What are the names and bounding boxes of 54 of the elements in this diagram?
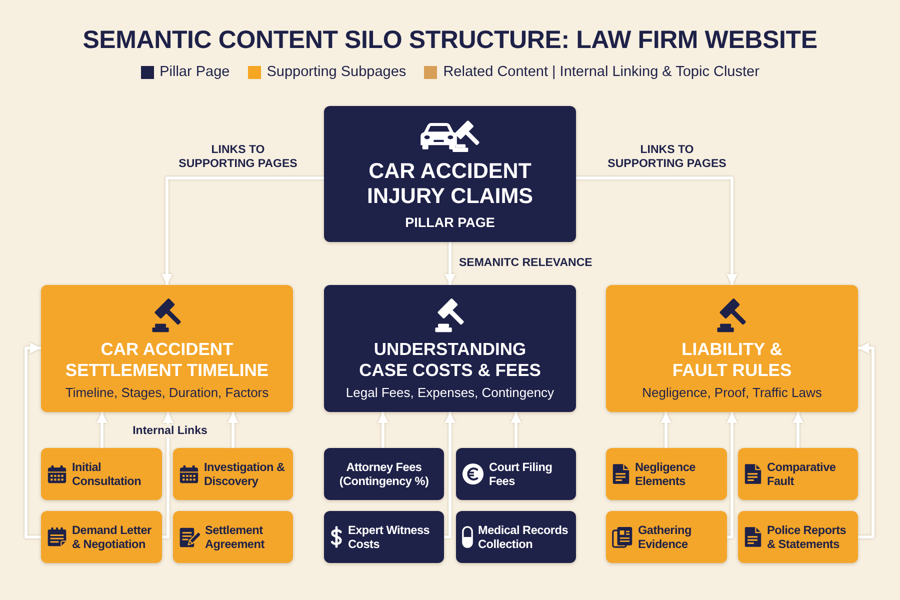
subpage-box <box>606 448 727 500</box>
node-label: Court Filing Fees <box>489 460 554 488</box>
topic-page-box <box>41 285 293 412</box>
arrow <box>378 412 388 448</box>
node-label: Negligence Elements <box>635 460 696 488</box>
subpage-box <box>41 511 162 563</box>
subpage-box <box>738 448 858 500</box>
node-heading: CAR ACCIDENT SETTLEMENT TIMELINE <box>64 338 270 380</box>
subpage-box <box>173 448 293 500</box>
node-subtitle: Legal Fees, Expenses, Contingency <box>346 384 554 400</box>
node-subtitle: PILLAR PAGE <box>405 214 495 230</box>
node-label: Settlement Agreement <box>205 523 266 551</box>
node-label: Police Reports & Statements <box>767 523 848 551</box>
arrow <box>660 412 672 448</box>
arrow <box>792 412 804 448</box>
legend-label: Pillar Page <box>160 64 230 80</box>
node-label: Investigation & Discovery <box>204 460 286 488</box>
arrow <box>24 342 41 538</box>
node-label: Comparative Fault <box>767 460 837 488</box>
subpage-box <box>456 511 576 563</box>
node-label: Demand Letter & Negotiation <box>72 523 152 551</box>
subpage-box <box>738 511 858 563</box>
subpage-box <box>456 448 576 500</box>
node-label: Attorney Fees (Contingency %) <box>338 460 430 488</box>
diagram-title: SEMANTIC CONTENT SILO STRUCTURE: LAW FIRM WEBSITE <box>82 26 818 54</box>
arrow <box>726 412 738 538</box>
arrow <box>444 242 456 285</box>
node-label: Initial Consultation <box>72 460 142 488</box>
arrow <box>444 412 456 538</box>
arrow <box>510 412 522 448</box>
pillar-page-box <box>324 106 576 242</box>
arrow <box>96 412 108 448</box>
arrow <box>162 176 324 285</box>
arrow <box>228 412 238 448</box>
arrow <box>858 342 874 538</box>
node-heading: LIABILITY & FAULT RULES <box>671 338 793 380</box>
legend-label: Supporting Subpages <box>266 64 406 80</box>
node-heading: CAR ACCIDENT INJURY CLAIMS <box>366 158 534 208</box>
subpage-box <box>41 448 162 500</box>
node-subtitle: Timeline, Stages, Duration, Factors <box>65 384 269 400</box>
subpage-box <box>606 511 727 563</box>
node-label: Gathering Evidence <box>638 523 692 551</box>
node-label: Medical Records Collection <box>478 523 570 551</box>
topic-page-box <box>606 285 858 412</box>
subpage-box <box>173 511 293 563</box>
node-heading: UNDERSTANDING CASE COSTS & FEES <box>358 338 542 380</box>
node-label: Expert Witness Costs <box>348 523 431 551</box>
arrow <box>162 412 174 538</box>
subpage-box <box>324 448 444 500</box>
arrow <box>576 176 738 285</box>
topic-page-box <box>324 285 576 412</box>
subpage-box <box>324 511 444 563</box>
node-subtitle: Negligence, Proof, Traffic Laws <box>642 384 822 400</box>
legend-label: Related Content | Internal Linking & Topic Cluster <box>443 64 760 80</box>
